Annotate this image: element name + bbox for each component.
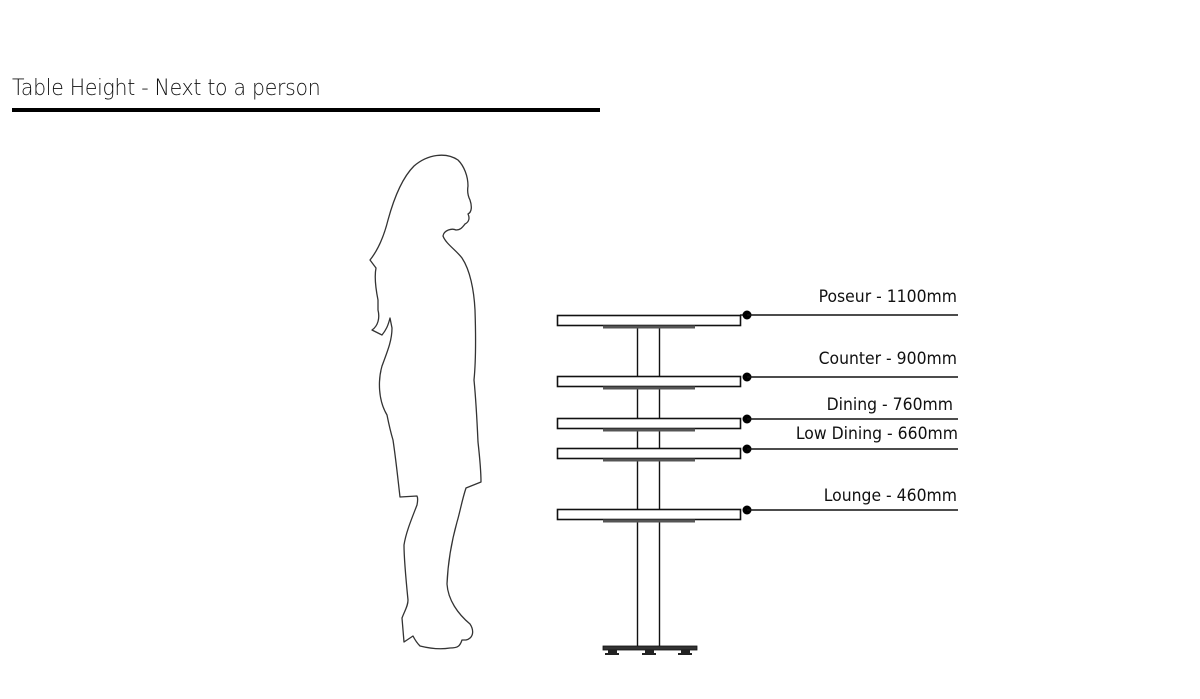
- page-title: Table Height - Next to a person: [12, 76, 321, 101]
- label-dining: Dining - 760mm: [826, 395, 953, 415]
- tabletop-dining: [556, 414, 958, 432]
- tabletop-poseur: [556, 310, 958, 329]
- label-low-dining: Low Dining - 660mm: [795, 424, 958, 444]
- label-poseur: Poseur - 1100mm: [818, 287, 957, 307]
- tabletop-low-dining: [556, 444, 958, 462]
- title-underline: [12, 108, 600, 112]
- tabletop-lounge: [556, 505, 958, 523]
- label-lounge: Lounge - 460mm: [823, 486, 957, 506]
- table-base: [602, 645, 698, 655]
- person-silhouette-icon: [369, 154, 482, 650]
- label-counter: Counter - 900mm: [818, 349, 957, 369]
- tabletop-counter: [556, 372, 958, 390]
